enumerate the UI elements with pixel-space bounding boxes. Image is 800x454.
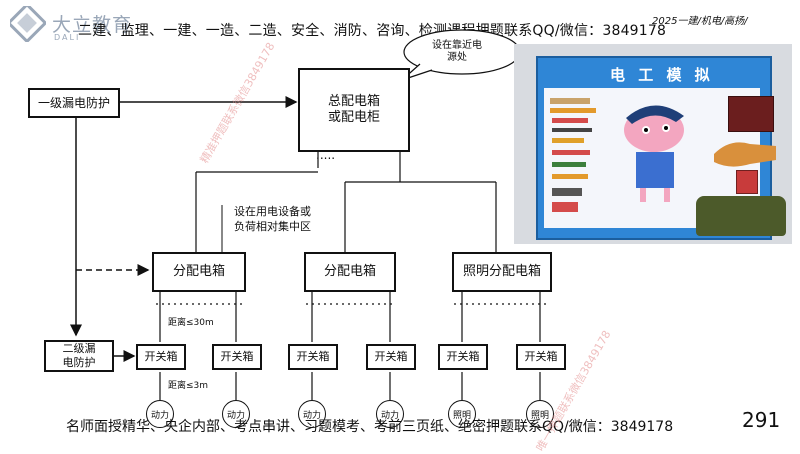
cartoon-character-icon — [624, 105, 684, 202]
switch-box-label: 开关箱 — [220, 350, 254, 364]
page-number: 291 — [742, 408, 781, 432]
electrician-board-photo: 电 工 模 拟 — [514, 44, 792, 244]
switch-box-5: 开关箱 — [438, 344, 488, 370]
switch-box-label: 开关箱 — [296, 350, 330, 364]
switch-box-3: 开关箱 — [288, 344, 338, 370]
main-distribution-box: 总配电箱 或配电柜 — [298, 68, 410, 152]
lighting-distribution-box: 照明分配电箱 — [452, 252, 552, 292]
multimeter — [736, 170, 758, 194]
switch-box-label: 开关箱 — [144, 350, 178, 364]
switch-box-6: 开关箱 — [516, 344, 566, 370]
gloves-icon — [714, 142, 776, 167]
load-label: 动力 — [302, 410, 321, 421]
level1-protection-box: 一级漏电防护 — [28, 88, 120, 118]
level1-protection-label: 一级漏电防护 — [37, 95, 110, 110]
level2-protection-box: 二级漏 电防护 — [44, 340, 114, 372]
load-label: 照明 — [530, 410, 549, 421]
load-circle-6: 照明 — [526, 400, 554, 428]
switch-box-1: 开关箱 — [136, 344, 186, 370]
header-title: 二建、监理、一建、一造、二造、安全、消防、咨询、检测课程押题联系QQ/微信：38… — [78, 23, 667, 39]
lighting-distribution-label: 照明分配电箱 — [462, 263, 541, 279]
logo: 大立教育 DALI — [8, 6, 168, 44]
load-label: 动力 — [150, 410, 169, 421]
sub-distribution-label-2: 分配电箱 — [323, 263, 376, 279]
distance-30m: 距离≤30m — [168, 318, 214, 328]
load-circle-4: 动力 — [376, 400, 404, 428]
logo-emblem-icon — [10, 6, 46, 42]
board-title: 电 工 模 拟 — [610, 66, 714, 84]
header-tag: 2025一建/机电/高扬/ — [652, 16, 748, 27]
logo-text: 大立教育 — [52, 14, 133, 36]
switch-box-4: 开关箱 — [366, 344, 416, 370]
main-distribution-label: 总配电箱 或配电柜 — [327, 93, 380, 125]
switch-box-label: 开关箱 — [524, 350, 558, 364]
load-circle-3: 动力 — [298, 400, 326, 428]
logo-subtext: DALI — [54, 33, 81, 42]
distance-3m: 距离≤3m — [168, 381, 209, 391]
hand-tools-icon — [550, 98, 596, 212]
sub-distribution-box-2: 分配电箱 — [304, 252, 396, 292]
footer-text: 名师面授精华、央企内部、考点串讲、习题模考、考前三页纸、绝密押题联系QQ/微信：… — [66, 419, 674, 435]
tool-bag — [696, 196, 786, 236]
switch-box-2: 开关箱 — [212, 344, 262, 370]
switch-box-label: 开关箱 — [446, 350, 480, 364]
switch-box-label: 开关箱 — [374, 350, 408, 364]
load-circle-2: 动力 — [222, 400, 250, 428]
load-label: 动力 — [380, 410, 399, 421]
note-load-center: 设在用电设备或 负荷相对集中区 — [234, 205, 311, 233]
load-label: 动力 — [226, 410, 245, 421]
sub-distribution-label-1: 分配电箱 — [172, 263, 225, 279]
load-circle-5: 照明 — [448, 400, 476, 428]
manual-book — [728, 96, 774, 132]
level2-protection-label: 二级漏 电防护 — [62, 342, 96, 369]
load-label: 照明 — [452, 410, 471, 421]
main-dots: ..... — [316, 148, 336, 162]
load-circle-1: 动力 — [146, 400, 174, 428]
sub-distribution-box-1: 分配电箱 — [152, 252, 246, 292]
callout-near-source: 设在靠近电 源处 — [432, 40, 482, 63]
